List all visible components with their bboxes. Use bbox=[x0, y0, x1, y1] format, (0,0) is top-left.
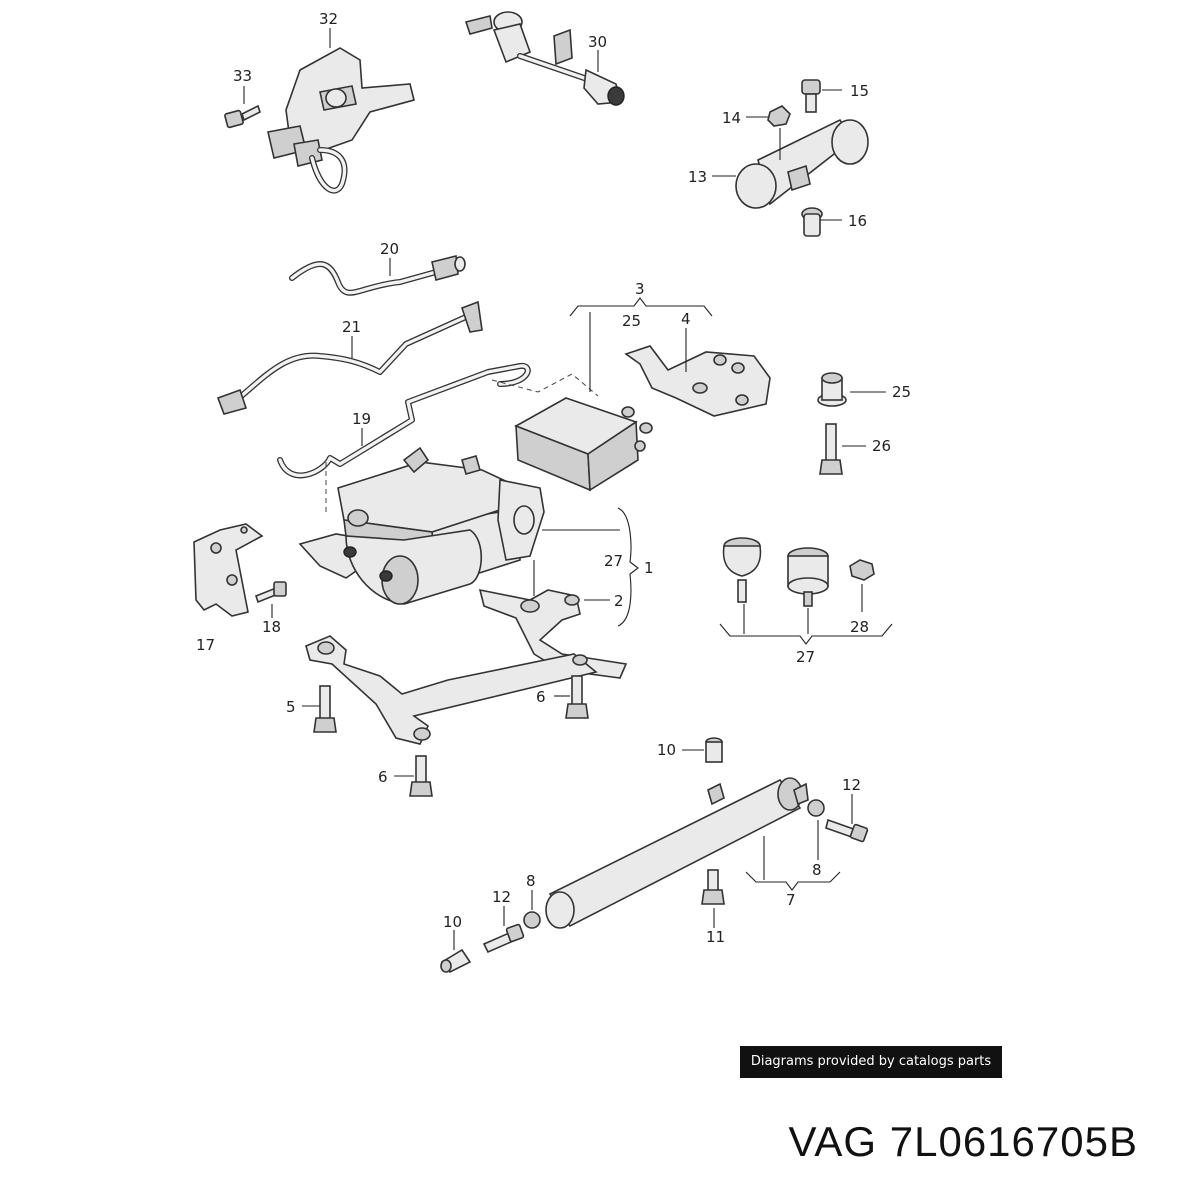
callout-4: 4 bbox=[681, 310, 691, 328]
part-27-rubber-mount bbox=[722, 537, 762, 603]
callout-8b: 8 bbox=[526, 872, 536, 890]
callout-30: 30 bbox=[588, 33, 607, 51]
callout-26: 26 bbox=[872, 437, 891, 455]
part-5-bolt bbox=[313, 685, 337, 733]
part-8-washer-b bbox=[523, 911, 541, 929]
callout-6a: 6 bbox=[536, 688, 546, 706]
callout-6b: 6 bbox=[378, 768, 388, 786]
part-25-bushing bbox=[817, 372, 847, 407]
callout-12a: 12 bbox=[842, 776, 861, 794]
part-10-fitting-b bbox=[440, 948, 472, 974]
part-10-fitting-a bbox=[705, 737, 723, 763]
part-7-pressure-reservoir bbox=[545, 777, 809, 929]
part-19-hose bbox=[277, 362, 531, 479]
part-27-bushing bbox=[787, 547, 829, 607]
part-6-bolt-a bbox=[565, 675, 589, 719]
part-12-screw-b bbox=[482, 923, 525, 954]
part-33-bolt bbox=[224, 104, 261, 129]
callout-5: 5 bbox=[286, 698, 296, 716]
callout-32: 32 bbox=[319, 10, 338, 28]
callout-25a: 25 bbox=[622, 312, 641, 330]
callout-18: 18 bbox=[262, 618, 281, 636]
callout-17: 17 bbox=[196, 636, 215, 654]
part-12-screw-a bbox=[825, 818, 869, 843]
part-8-washer-a bbox=[807, 799, 825, 817]
callout-33: 33 bbox=[233, 67, 252, 85]
part-30-sensor-line bbox=[464, 11, 625, 106]
dash-19-relay bbox=[491, 373, 599, 397]
part-21-hose bbox=[216, 300, 483, 415]
bracket-27 bbox=[719, 623, 893, 645]
callout-20: 20 bbox=[380, 240, 399, 258]
callout-27a: 27 bbox=[604, 552, 623, 570]
part-1-compressor bbox=[298, 446, 545, 605]
part-18-bolt bbox=[255, 581, 287, 604]
part-14-nut bbox=[767, 105, 791, 127]
callout-19: 19 bbox=[352, 410, 371, 428]
callout-27b: 27 bbox=[796, 648, 815, 666]
callout-3: 3 bbox=[635, 280, 645, 298]
part-15-bolt bbox=[801, 79, 821, 113]
callout-1: 1 bbox=[644, 559, 654, 577]
callout-21: 21 bbox=[342, 318, 361, 336]
callout-10a: 10 bbox=[657, 741, 676, 759]
callout-13: 13 bbox=[688, 168, 707, 186]
bracket-3 bbox=[569, 297, 713, 317]
part-17-side-bracket bbox=[193, 523, 264, 617]
callout-8a: 8 bbox=[812, 861, 822, 879]
part-16-bolt bbox=[801, 207, 823, 237]
part-32-valve-bracket bbox=[267, 47, 415, 194]
part-2-mount-bracket bbox=[478, 588, 628, 679]
part-13-accumulator bbox=[735, 118, 869, 209]
part-crossmember bbox=[305, 635, 598, 745]
part-20-hose bbox=[289, 255, 466, 296]
callout-28: 28 bbox=[850, 618, 869, 636]
catalog-credit-badge: Diagrams provided by catalogs parts bbox=[740, 1046, 1002, 1078]
callout-2: 2 bbox=[614, 592, 624, 610]
callout-10b: 10 bbox=[443, 913, 462, 931]
bracket-7 bbox=[745, 871, 841, 891]
part-28-nut bbox=[849, 559, 875, 581]
bracket-1 bbox=[617, 507, 639, 627]
callout-14: 14 bbox=[722, 109, 741, 127]
callout-25b: 25 bbox=[892, 383, 911, 401]
callout-11: 11 bbox=[706, 928, 725, 946]
part-6-bolt-b bbox=[409, 755, 433, 797]
part-11-bolt bbox=[701, 869, 725, 905]
callout-15: 15 bbox=[850, 82, 869, 100]
part-26-bolt bbox=[819, 423, 843, 475]
part-4-relay-bracket bbox=[624, 345, 771, 417]
callout-7: 7 bbox=[786, 891, 796, 909]
part-25-relay bbox=[514, 397, 653, 492]
callout-12b: 12 bbox=[492, 888, 511, 906]
part-number-title: VAG 7L0616705B bbox=[788, 1118, 1138, 1165]
callout-16: 16 bbox=[848, 212, 867, 230]
